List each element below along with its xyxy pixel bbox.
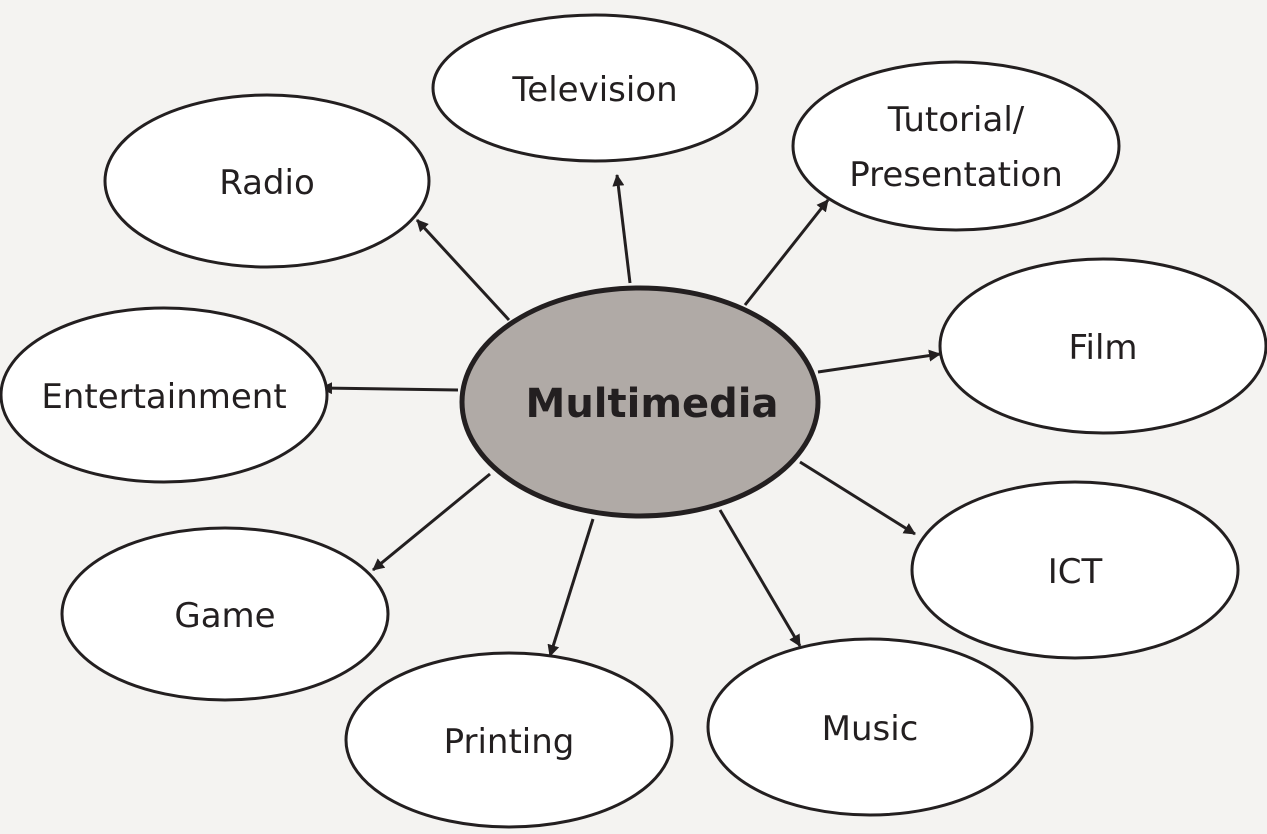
node-ellipse-printing xyxy=(344,651,674,829)
connectors-layer xyxy=(320,174,941,657)
center-label: Multimedia xyxy=(526,381,779,427)
node-game: Game xyxy=(60,526,390,702)
node-label-entertainment: Entertainment xyxy=(41,377,286,417)
node-ellipse-music xyxy=(706,637,1034,817)
center-ellipse xyxy=(459,285,821,519)
node-tutorial-presentation: Tutorial/Presentation xyxy=(791,60,1121,232)
node-ellipse-television xyxy=(431,13,759,163)
node-entertainment: Entertainment xyxy=(0,306,329,484)
node-ellipse-radio xyxy=(103,93,431,269)
node-television: Television xyxy=(431,13,759,163)
node-printing: Printing xyxy=(344,651,674,829)
arrow-to-entertainment xyxy=(320,382,459,395)
node-radio: Radio xyxy=(103,93,431,269)
arrow-to-television xyxy=(612,174,632,284)
arrow-to-tutorial-presentation xyxy=(743,199,830,306)
node-label-ict: ICT xyxy=(1048,552,1103,592)
arrow-to-music xyxy=(718,509,802,647)
center-node: Multimedia xyxy=(459,285,821,519)
node-ellipse-tutorial-presentation xyxy=(791,60,1121,232)
node-label-television: Television xyxy=(511,70,677,110)
node-label-game: Game xyxy=(174,596,275,636)
node-label-film: Film xyxy=(1068,328,1137,368)
node-ellipse-game xyxy=(60,526,390,702)
node-label-music: Music xyxy=(822,709,919,749)
arrow-to-radio xyxy=(415,218,511,322)
node-label-tutorial-presentation-line-2: Presentation xyxy=(849,155,1063,195)
node-ellipse-entertainment xyxy=(0,306,329,484)
node-ict: ICT xyxy=(910,480,1240,660)
node-label-tutorial-presentation-line-1: Tutorial/ xyxy=(887,100,1025,140)
node-film: Film xyxy=(938,257,1267,435)
node-label-radio: Radio xyxy=(219,163,315,203)
arrow-to-ict xyxy=(799,460,916,536)
node-label-printing: Printing xyxy=(444,722,575,762)
node-ellipse-ict xyxy=(910,480,1240,660)
node-music: Music xyxy=(706,637,1034,817)
arrow-to-printing xyxy=(547,518,595,657)
arrow-to-film xyxy=(817,349,941,374)
node-ellipse-film xyxy=(938,257,1267,435)
arrow-to-game xyxy=(372,472,491,572)
nodes-layer: TelevisionTutorial/PresentationRadioFilm… xyxy=(0,13,1267,829)
